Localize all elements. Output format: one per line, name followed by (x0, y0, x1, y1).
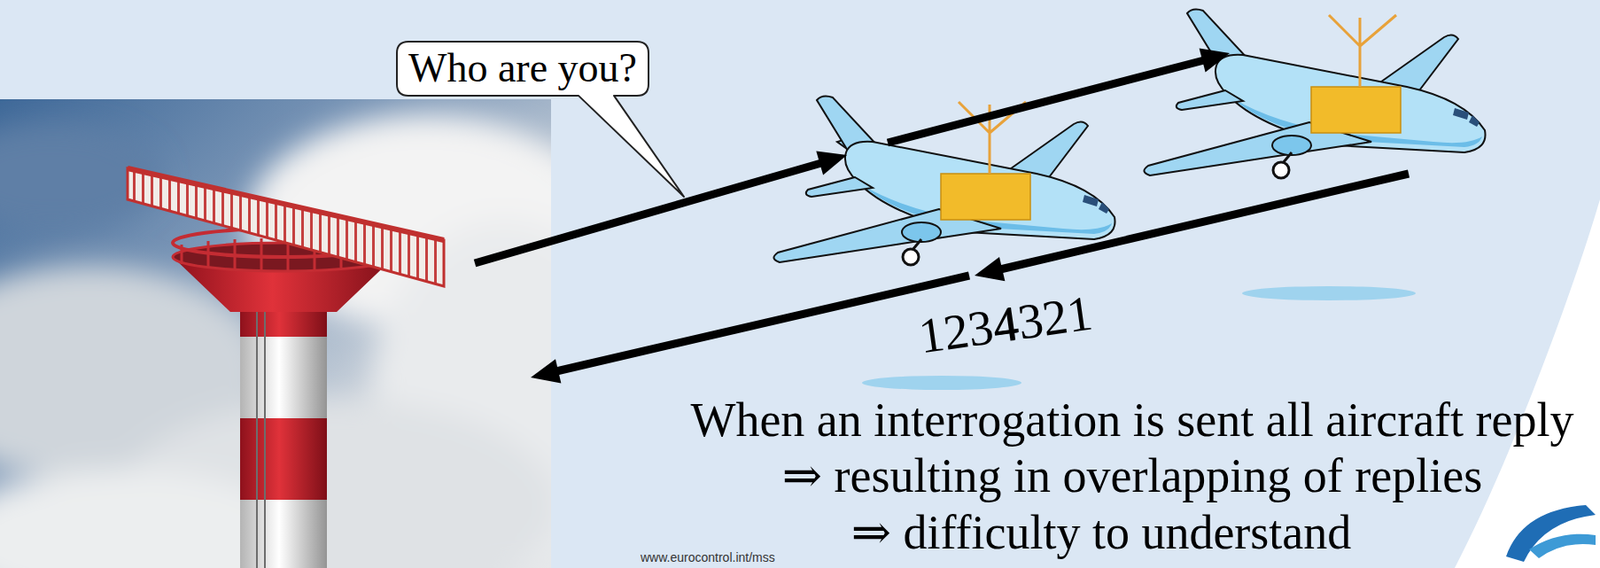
ladder (256, 310, 258, 568)
plane-shadow (862, 375, 1022, 390)
reply-arrow (556, 275, 970, 372)
airplane (773, 96, 1115, 265)
clouds (0, 115, 552, 568)
tower-stripe (240, 418, 327, 500)
explanation-text: When an interrogation is sent all aircra… (690, 392, 1574, 449)
interrogation-arrow (474, 163, 822, 264)
arrow-head (974, 256, 1005, 281)
reply-code: 4321 (989, 284, 1096, 355)
arrow-head (1199, 48, 1230, 73)
web-address: www.eurocontrol.int/mss (640, 550, 776, 565)
bubble-outline (396, 41, 684, 197)
white-sweep (1454, 199, 1600, 568)
speech-bubble: Who are you? (396, 40, 650, 97)
arrow-head (530, 358, 561, 383)
explanation-text: ⇒ difficulty to understand (851, 504, 1352, 561)
radar-photo (0, 99, 552, 568)
ladder (264, 310, 266, 568)
interrogation-arrow (887, 60, 1204, 143)
antenna-frame (127, 168, 444, 241)
radar-antenna (127, 168, 444, 287)
arrow-head (815, 150, 847, 175)
explanation-text: ⇒ resulting in overlapping of replies (782, 448, 1484, 505)
plane-shadow (1242, 286, 1416, 301)
logo-swoosh (1506, 504, 1596, 562)
bubble-text: Who are you? (396, 40, 650, 97)
eurocontrol-logo (1506, 504, 1596, 562)
tower-column (240, 305, 327, 568)
airplane (1143, 9, 1485, 179)
reply-arrow (1000, 173, 1409, 270)
logo-wing (1529, 534, 1596, 559)
